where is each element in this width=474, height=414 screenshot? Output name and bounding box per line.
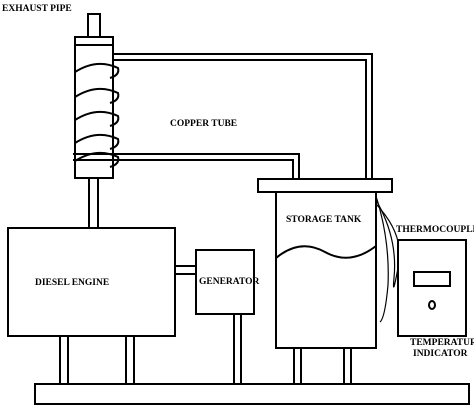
water-level-line bbox=[275, 245, 377, 259]
label-exhaust-pipe: EXHAUST PIPE bbox=[2, 4, 72, 14]
copper-coil bbox=[74, 62, 120, 168]
engine-generator-shaft bbox=[175, 265, 196, 275]
storage-tank-body bbox=[275, 191, 377, 349]
label-indicator: INDICATOR bbox=[413, 349, 468, 359]
generator-box bbox=[195, 249, 255, 315]
copper-tube-lower bbox=[73, 159, 294, 179]
label-thermocouples: THERMOCOUPLES bbox=[396, 225, 474, 235]
generator-legs bbox=[233, 314, 242, 384]
storage-tank-lid bbox=[257, 178, 393, 193]
label-storage-tank: STORAGE TANK bbox=[286, 215, 362, 225]
diesel-engine-legs bbox=[59, 336, 135, 384]
diesel-engine-box bbox=[7, 227, 176, 337]
storage-tank-legs bbox=[293, 348, 352, 384]
exhaust-pipe-outlet bbox=[87, 13, 101, 37]
exhaust-pipe-cap bbox=[74, 36, 114, 46]
label-diesel-engine: DIESEL ENGINE bbox=[35, 278, 109, 288]
base-platform bbox=[34, 383, 470, 405]
copper-tube-lower-inner bbox=[73, 153, 300, 179]
copper-tube-upper-inner bbox=[113, 59, 367, 179]
indicator-display-window bbox=[413, 271, 451, 287]
label-copper-tube: COPPER TUBE bbox=[170, 119, 237, 129]
thermocouple-wires bbox=[375, 195, 400, 323]
temperature-indicator-box bbox=[397, 239, 467, 337]
copper-tube-upper bbox=[113, 53, 373, 179]
label-generator: GENERATOR bbox=[199, 277, 259, 287]
label-temperature: TEMPERATURE bbox=[410, 338, 474, 348]
indicator-knob-icon bbox=[428, 300, 436, 310]
